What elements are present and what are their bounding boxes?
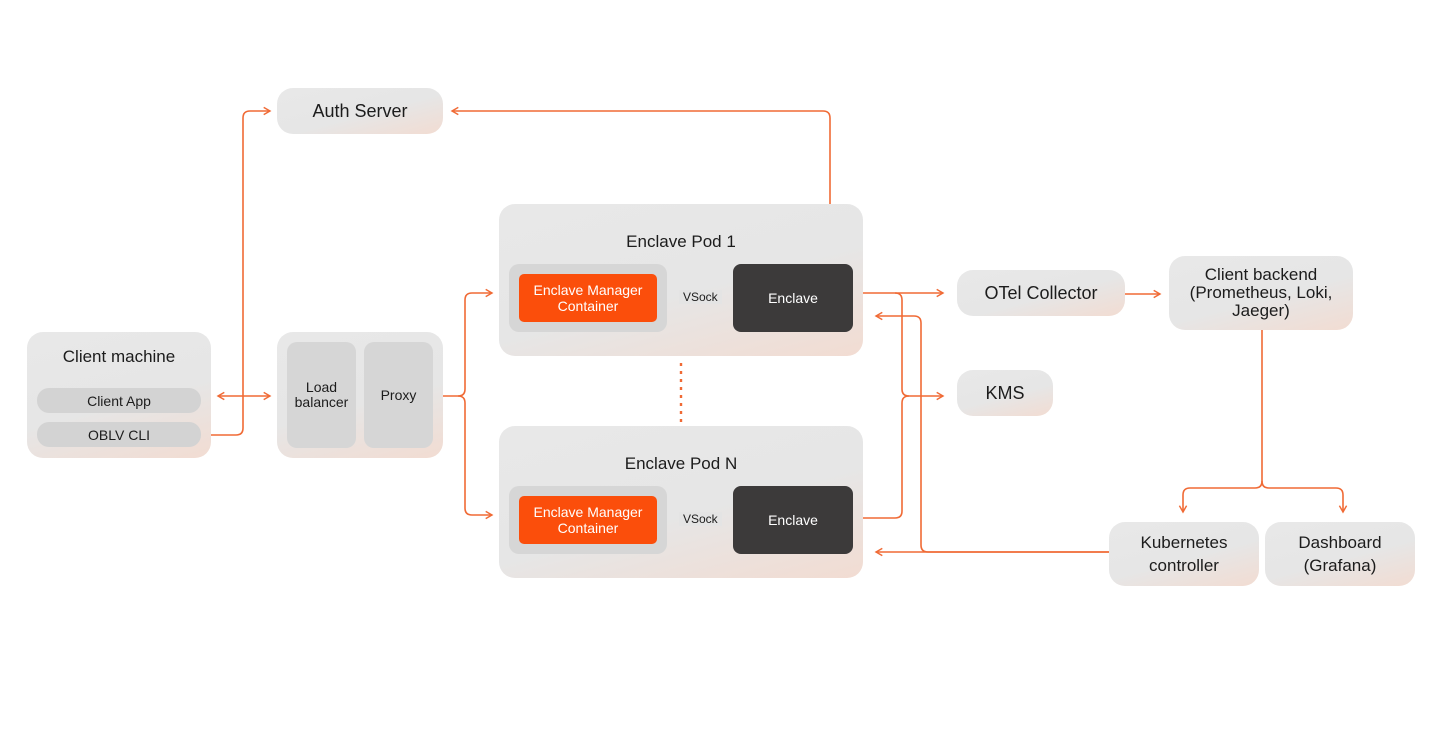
proxy-box: Proxy: [364, 342, 433, 448]
client-backend-label-2: (Prometheus, Loki,: [1189, 283, 1333, 302]
auth-server-label: Auth Server: [312, 100, 408, 121]
auth-server-node: Auth Server: [277, 88, 443, 134]
arrow-auth-enclave: [450, 106, 835, 266]
kubernetes-controller-node: Kubernetes controller: [1109, 522, 1259, 586]
enclave-box-1: Enclave: [733, 264, 853, 332]
load-balancer-label-1: Load: [305, 379, 338, 395]
enclave-manager-container-n: Enclave Manager Container: [519, 496, 657, 544]
load-balancer-label-2: balancer: [294, 394, 349, 410]
enclave-manager-container-1: Enclave Manager Container: [519, 274, 657, 322]
oblv-cli-pill: OBLV CLI: [37, 422, 201, 447]
dashboard-label-1: Dashboard: [1298, 533, 1382, 552]
gateway-node: Load balancer Proxy: [277, 332, 443, 458]
enclave-manager-label-1a: Enclave Manager: [533, 282, 643, 298]
enclave-pod-1: Enclave Pod 1 Enclave Manager Container …: [499, 204, 863, 356]
enclave-manager-label-1b: Container: [557, 298, 619, 314]
enclave-box-n: Enclave: [733, 486, 853, 554]
arrow-cli-auth: [162, 106, 272, 440]
enclave-manager-label-nb: Container: [557, 520, 619, 536]
vsock-label-n: VSock: [679, 512, 722, 526]
client-app-pill: Client App: [37, 388, 201, 413]
client-backend-label-3: Jaeger): [1232, 301, 1290, 320]
arrow-proxy-pods: [442, 288, 494, 397]
proxy-label: Proxy: [380, 387, 417, 403]
kubernetes-controller-label-1: Kubernetes: [1140, 533, 1228, 552]
vsock-label-1: VSock: [679, 290, 722, 304]
enclave-pod-1-title: Enclave Pod 1: [626, 232, 736, 251]
arrow-backend-dashboard: [1261, 480, 1348, 514]
client-backend-node: Client backend (Prometheus, Loki, Jaeger…: [1169, 256, 1353, 330]
kms-node: KMS: [957, 370, 1053, 416]
arrow-enclave-kms: [894, 292, 945, 401]
client-backend-label-1: Client backend: [1204, 265, 1318, 284]
otel-collector-label: OTel Collector: [984, 282, 1098, 303]
enclave-pod-n: Enclave Pod N Enclave Manager Container …: [499, 426, 863, 578]
kms-label: KMS: [985, 382, 1025, 403]
enclave-manager-label-na: Enclave Manager: [533, 504, 643, 520]
enclave-pod-n-title: Enclave Pod N: [624, 454, 738, 473]
client-machine-node: Client machine Client App OBLV CLI: [27, 332, 211, 458]
dashboard-node: Dashboard (Grafana): [1265, 522, 1415, 586]
dashboard-label-2: (Grafana): [1303, 556, 1377, 575]
arrow-backend-k8s: [1178, 330, 1263, 514]
client-machine-title: Client machine: [62, 347, 176, 366]
otel-collector-node: OTel Collector: [957, 270, 1125, 316]
load-balancer-box: Load balancer: [287, 342, 356, 448]
kubernetes-controller-label-2: controller: [1149, 556, 1219, 575]
